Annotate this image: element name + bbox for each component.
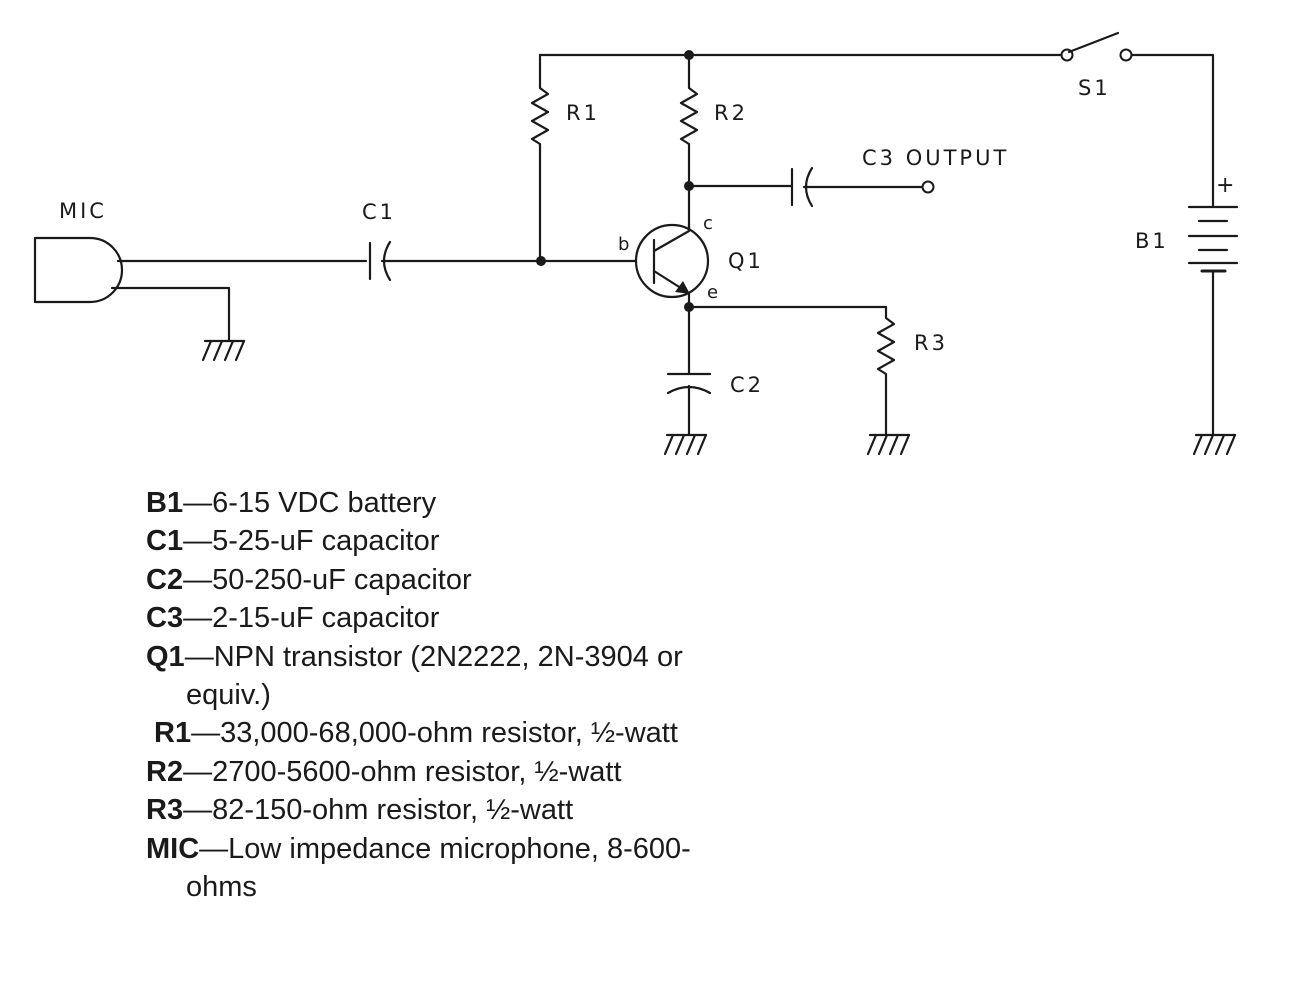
ground-battery xyxy=(1192,433,1237,456)
ground-c2 xyxy=(663,433,708,456)
label-emitter: e xyxy=(707,282,718,303)
parts-list-item: R2—2700-5600-ohm resistor, ½-watt xyxy=(146,753,706,791)
transistor-q1 xyxy=(634,222,710,308)
capacitor-c1 xyxy=(368,240,638,282)
label-r2: R2 xyxy=(714,101,748,125)
junction-base xyxy=(536,256,546,266)
part-desc: —82-150-ohm resistor, ½-watt xyxy=(183,794,574,827)
part-desc: —2-15-uF capacitor xyxy=(183,602,440,635)
part-desc: —Low impedance microphone, 8-600-ohms xyxy=(186,832,691,904)
parts-list-item: MIC—Low impedance microphone, 8-600-ohms xyxy=(146,830,706,907)
part-desc: —2700-5600-ohm resistor, ½-watt xyxy=(183,755,622,788)
circuit-schematic: R1 R2 C3 OUTPUT S1 + B1 MIC xyxy=(33,31,1239,456)
part-ref: C2 xyxy=(146,563,184,596)
label-base: b xyxy=(618,234,629,255)
top-rail-wire xyxy=(538,53,1215,208)
label-battery-plus: + xyxy=(1216,173,1234,198)
part-ref: R2 xyxy=(146,755,184,788)
part-ref: B1 xyxy=(146,487,184,519)
part-ref: R3 xyxy=(146,794,184,827)
label-q1: Q1 xyxy=(728,249,764,273)
label-c1: C1 xyxy=(362,200,396,224)
part-desc: —5-25-uF capacitor xyxy=(183,525,440,558)
part-ref: MIC xyxy=(146,832,200,865)
label-b1: B1 xyxy=(1135,229,1169,253)
part-ref: R1 xyxy=(154,717,192,750)
label-c3-output: C3 OUTPUT xyxy=(862,146,1009,170)
parts-list-item: R1—33,000-68,000-ohm resistor, ½-watt xyxy=(146,714,706,752)
switch-s1 xyxy=(1060,31,1133,62)
parts-list-item: C3—2-15-uF capacitor xyxy=(146,599,706,637)
label-r1: R1 xyxy=(566,101,600,125)
label-mic: MIC xyxy=(59,199,107,223)
microphone xyxy=(33,236,368,342)
part-desc: —6-15 VDC battery xyxy=(183,487,437,519)
resistor-r2 xyxy=(679,53,699,232)
parts-list-item: C2—50-250-uF capacitor xyxy=(146,561,706,599)
parts-list: B1—6-15 VDC battery C1—5-25-uF capacitor… xyxy=(146,484,706,906)
part-desc: —33,000-68,000-ohm resistor, ½-watt xyxy=(191,717,678,750)
part-ref: C1 xyxy=(146,525,184,558)
capacitor-c2 xyxy=(666,305,712,436)
part-ref: Q1 xyxy=(146,640,185,673)
label-r3: R3 xyxy=(914,331,948,355)
part-desc: —50-250-uF capacitor xyxy=(183,563,472,596)
parts-list-item: Q1—NPN transistor (2N2222, 2N-3904 or eq… xyxy=(146,638,706,715)
resistor-r1 xyxy=(530,53,550,263)
capacitor-c3 xyxy=(687,166,924,208)
ground-mic xyxy=(201,339,246,362)
resistor-r3 xyxy=(687,305,896,436)
label-c2: C2 xyxy=(730,373,764,397)
label-s1: S1 xyxy=(1078,76,1111,100)
output-terminal xyxy=(921,180,935,194)
parts-list-item: R3—82-150-ohm resistor, ½-watt xyxy=(146,791,706,829)
battery-b1 xyxy=(1187,205,1239,436)
parts-list-item: B1—6-15 VDC battery xyxy=(146,484,706,522)
parts-list-item: C1—5-25-uF capacitor xyxy=(146,522,706,560)
part-desc: —NPN transistor (2N2222, 2N-3904 or equi… xyxy=(184,640,683,712)
ground-r3 xyxy=(866,433,911,456)
part-ref: C3 xyxy=(146,602,184,635)
label-collector: c xyxy=(703,213,713,234)
